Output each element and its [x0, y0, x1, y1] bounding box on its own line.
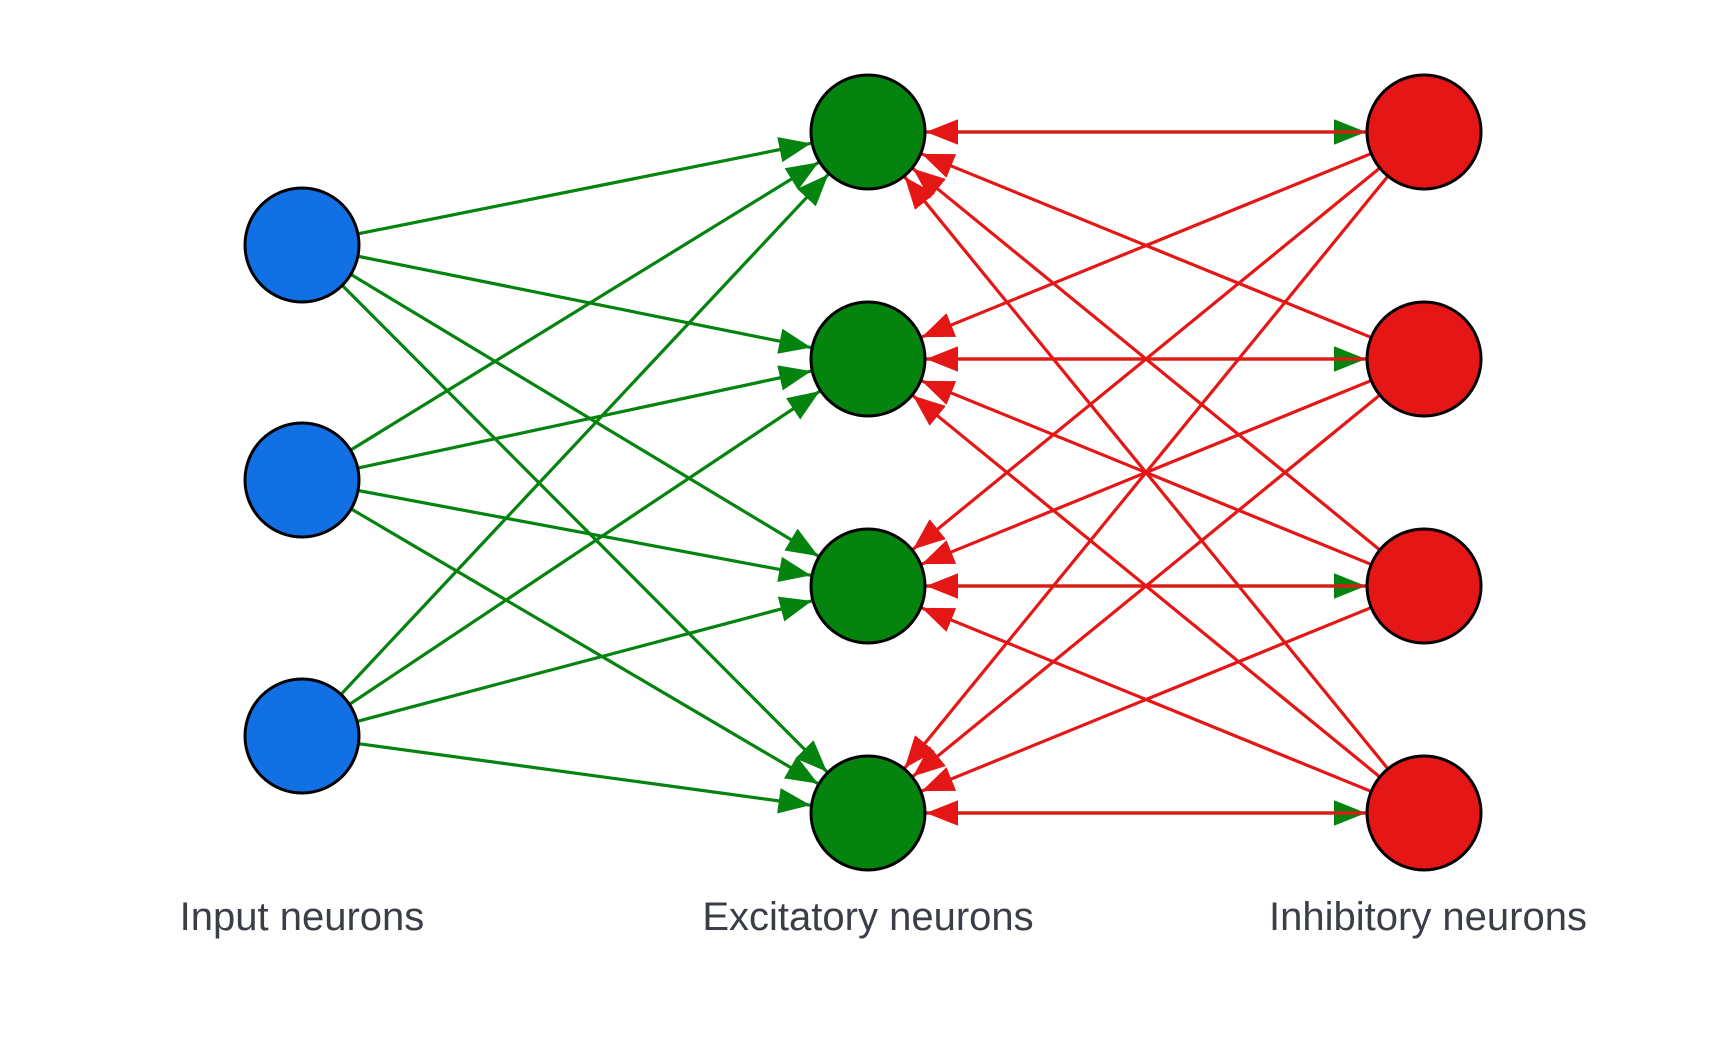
- synapse-I1-E1: [357, 137, 812, 236]
- synapse-I2-E3: [357, 488, 812, 583]
- input-neuron-I3: [243, 677, 361, 795]
- synapse-I1-E3: [349, 273, 820, 558]
- neuron-layer: [243, 73, 1483, 872]
- synapse-I3-E3: [356, 596, 813, 723]
- synapse-I2-E4: [350, 507, 819, 785]
- synapse-I2-E1: [349, 161, 820, 452]
- excitatory-neuron-E4: [809, 754, 927, 872]
- synapse-I3-E2: [348, 389, 821, 706]
- synapse-I3-E4: [358, 742, 811, 814]
- synapse-H4-E2: [911, 394, 1381, 779]
- synapse-H4-E3: [921, 606, 1372, 793]
- excitatory-neuron-E3: [809, 527, 927, 645]
- synapse-H3-E1: [911, 167, 1381, 552]
- synapse-I1-E4: [341, 284, 829, 774]
- synapse-layer: [339, 119, 1390, 826]
- inhibitory-neuron-H4: [1365, 754, 1483, 872]
- excitatory-neuron-E1: [809, 73, 927, 191]
- input-neuron-I2: [243, 421, 361, 539]
- synapse-I1-E2: [357, 254, 812, 354]
- excitatory-layer-label: Excitatory neurons: [702, 895, 1033, 939]
- excitatory-neuron-E2: [809, 300, 927, 418]
- input-layer-label: Input neurons: [180, 895, 425, 939]
- synapse-H2-E1: [921, 152, 1372, 339]
- input-neuron-I1: [243, 186, 361, 304]
- inhibitory-neuron-H2: [1365, 300, 1483, 418]
- synapse-I3-E1: [339, 173, 830, 696]
- inhibitory-neuron-H1: [1365, 73, 1483, 191]
- synapse-I2-E2: [357, 365, 812, 470]
- synapse-H4-E1: [903, 175, 1390, 770]
- inhibitory-neuron-H3: [1365, 527, 1483, 645]
- inhibitory-layer-label: Inhibitory neurons: [1269, 895, 1587, 939]
